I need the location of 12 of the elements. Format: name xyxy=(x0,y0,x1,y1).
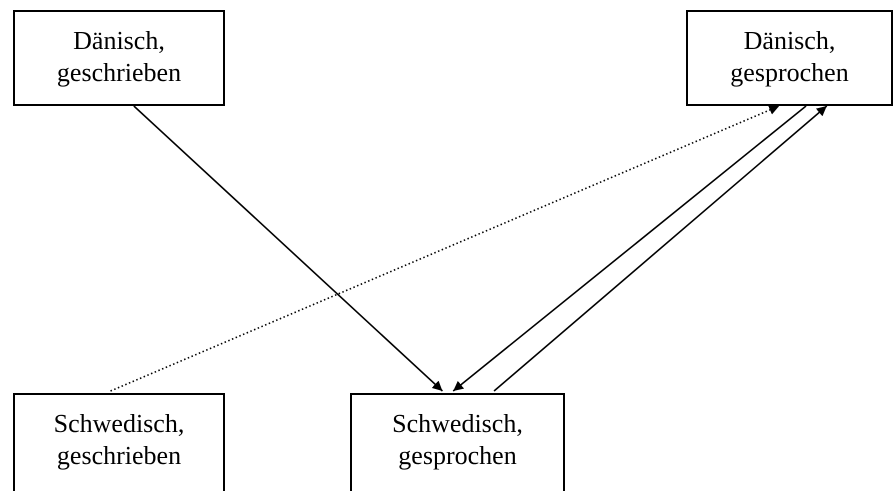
arrow xyxy=(452,105,807,392)
arrow xyxy=(110,105,780,392)
node-label: Dänisch, geschrieben xyxy=(56,25,182,89)
node-label: Schwedisch, geschrieben xyxy=(52,408,186,472)
text-box xyxy=(686,10,893,106)
text-box xyxy=(350,393,565,491)
arrow xyxy=(494,105,828,392)
arrow xyxy=(133,105,443,392)
node-label: Schwedisch, gesprochen xyxy=(391,408,524,472)
text-box xyxy=(13,393,225,491)
text-box xyxy=(13,10,225,106)
node-label: Dänisch, gesprochen xyxy=(729,25,850,89)
